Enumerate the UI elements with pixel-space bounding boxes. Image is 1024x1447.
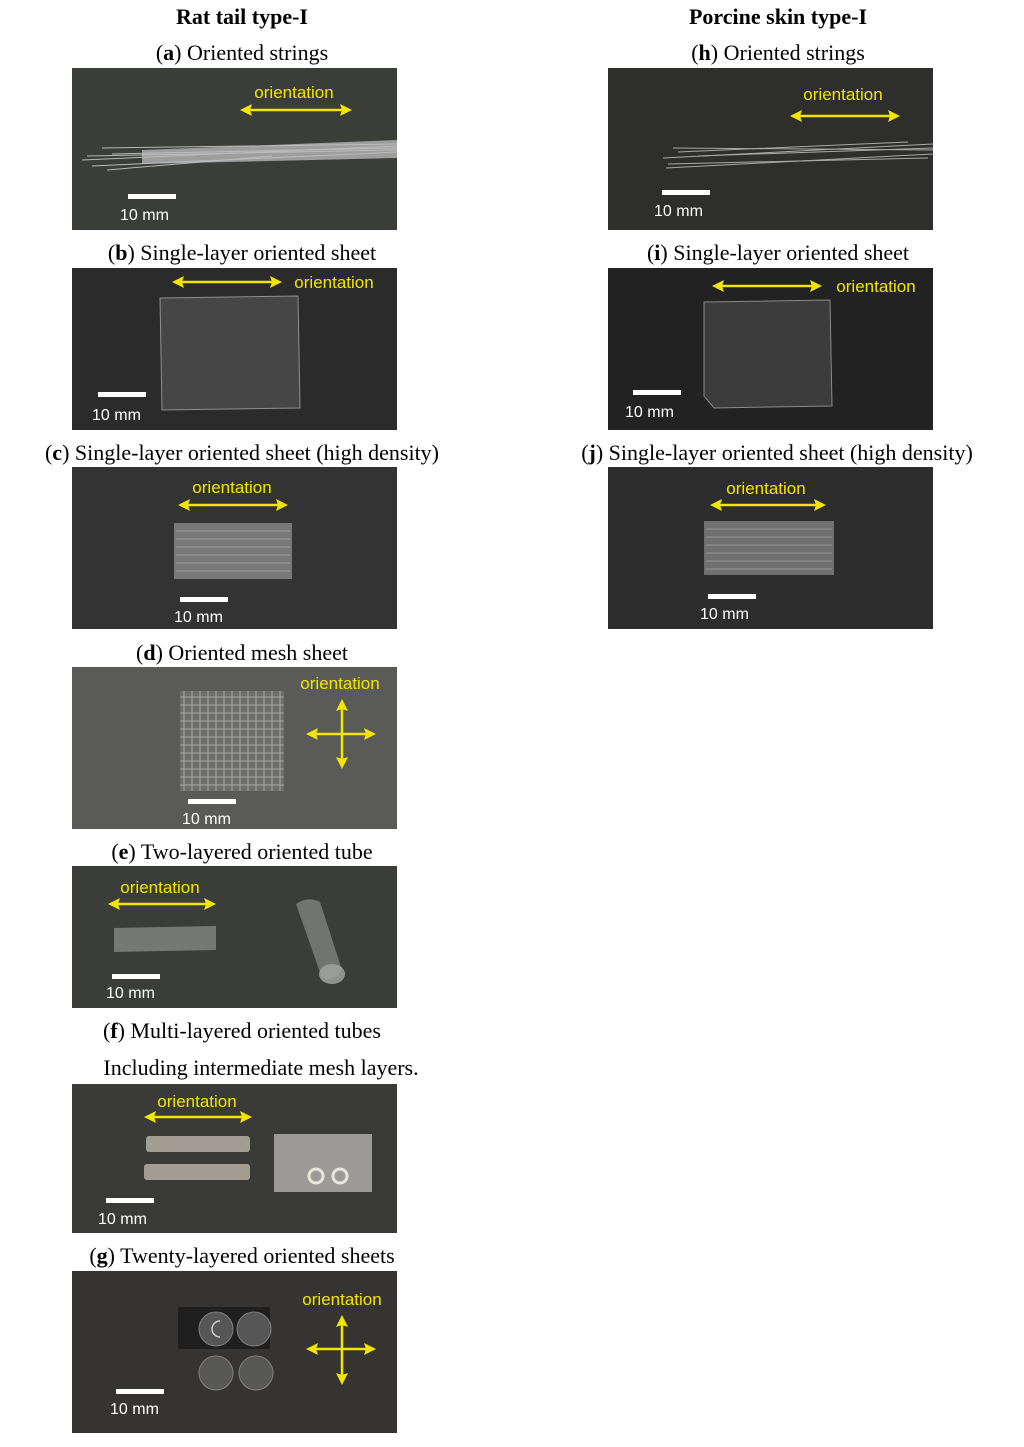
scale-bar [180,597,228,602]
orientation-arrow-cross [306,1315,376,1385]
orientation-label: orientation [254,83,333,102]
photo-oriented-strings-rat: orientation 10 mm [72,68,397,230]
photo-multi-layered-tubes: orientation 10 mm [72,1084,397,1233]
orientation-arrow-horizontal [712,280,822,292]
caption-i: (i) Single-layer oriented sheet [646,240,910,265]
scale-bar [112,974,160,979]
orientation-arrow-horizontal [178,499,288,511]
orientation-label: orientation [294,273,373,292]
caption-g: (g) Twenty-layered oriented sheets [89,1243,395,1268]
photo-single-layer-sheet-porcine: orientation 10 mm [608,268,933,430]
caption-e: (e) Two-layered oriented tube [111,839,373,864]
photo-panel-i: orientation 10 mm [608,268,933,430]
photo-panel-d: orientation 10 mm [72,667,397,829]
caption-b: (b) Single-layer oriented sheet [107,240,377,265]
caption-d: (d) Oriented mesh sheet [135,640,348,665]
scale-label: 10 mm [182,811,231,828]
scale-label: 10 mm [174,609,223,626]
orientation-arrow-horizontal [172,276,282,288]
orientation-label: orientation [157,1092,236,1111]
scale-label: 10 mm [98,1211,147,1228]
orientation-label: orientation [300,674,379,693]
photo-panel-h: orientation 10 mm [608,68,933,230]
photo-panel-g: orientation 10 mm [72,1271,397,1433]
photo-single-layer-sheet-rat: orientation 10 mm [72,268,397,430]
orientation-arrow-horizontal [240,104,352,116]
orientation-arrow-horizontal [108,898,216,910]
scale-bar [708,594,756,599]
orientation-arrow-cross [306,699,376,769]
scale-bar [188,799,236,804]
photo-panel-e: orientation 10 mm [72,866,397,1008]
orientation-label: orientation [803,85,882,104]
caption-a: (a) Oriented strings [155,40,329,65]
scale-bar [116,1389,164,1394]
caption-j: (j) Single-layer oriented sheet (high de… [581,440,973,465]
orientation-label: orientation [726,479,805,498]
orientation-arrow-horizontal [710,499,826,511]
photo-mesh-sheet: orientation 10 mm [72,667,397,829]
caption-c: (c) Single-layer oriented sheet (high de… [44,440,440,465]
column-title-rat-tail: Rat tail type-I [176,4,308,29]
orientation-label: orientation [120,878,199,897]
caption-h: (h) Oriented strings [691,40,865,65]
orientation-label: orientation [192,478,271,497]
orientation-arrow-horizontal [790,110,900,122]
scale-bar [633,390,681,395]
photo-panel-a: orientation 10 mm [72,68,397,230]
photo-panel-c: orientation 10 mm [72,467,397,629]
photo-two-layered-tube: orientation 10 mm [72,866,397,1008]
photo-panel-j: orientation 10 mm [608,467,933,629]
orientation-label: orientation [836,277,915,296]
column-title-porcine-skin: Porcine skin type-I [688,4,868,29]
orientation-arrow-horizontal [144,1111,252,1123]
scale-label: 10 mm [92,407,141,424]
scale-label: 10 mm [110,1401,159,1418]
scale-label: 10 mm [625,404,674,421]
photo-panel-b: orientation 10 mm [72,268,397,430]
scale-label: 10 mm [654,203,703,220]
caption-f-line2: Including intermediate mesh layers. [103,1055,419,1080]
scale-label: 10 mm [120,207,169,224]
scale-bar [662,190,710,195]
photo-twenty-layered-sheets: orientation 10 mm [72,1271,397,1433]
cross-section-inset [274,1134,372,1192]
caption-f: (f) Multi-layered oriented tubes [103,1018,381,1043]
scale-label: 10 mm [106,985,155,1002]
photo-panel-f: orientation 10 mm [72,1084,397,1233]
photo-oriented-strings-porcine: orientation 10 mm [608,68,933,230]
orientation-label: orientation [302,1290,381,1309]
scale-label: 10 mm [700,606,749,623]
scale-bar [98,392,146,397]
scale-bar [128,194,176,199]
scale-bar [106,1198,154,1203]
photo-high-density-sheet-rat: orientation 10 mm [72,467,397,629]
photo-high-density-sheet-porcine: orientation 10 mm [608,467,933,629]
